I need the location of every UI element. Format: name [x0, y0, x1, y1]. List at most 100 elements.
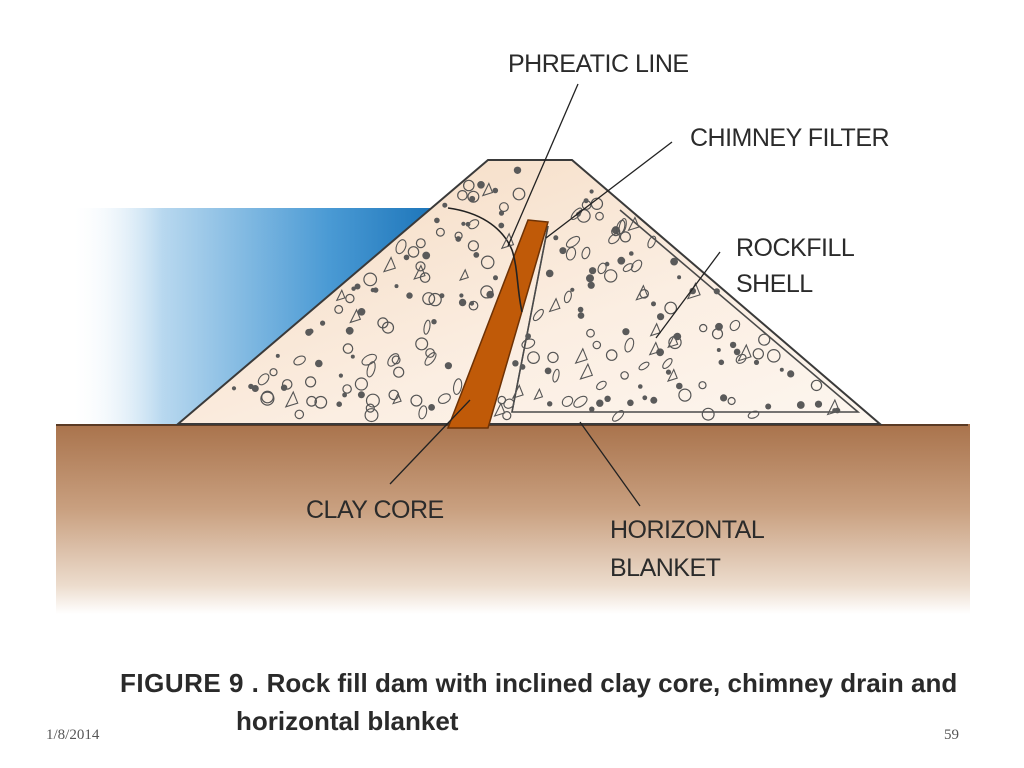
aggregate-stone	[393, 366, 405, 378]
aggregate-stone	[592, 340, 602, 350]
aggregate-stone	[467, 219, 480, 230]
aggregate-stone	[605, 349, 618, 361]
aggregate-stone	[718, 359, 725, 366]
aggregate-stone	[365, 403, 375, 413]
aggregate-stone	[498, 210, 505, 216]
aggregate-stone	[260, 391, 275, 406]
aggregate-stone	[647, 235, 657, 249]
aggregate-stone	[729, 319, 741, 332]
aggregate-stone	[678, 388, 692, 402]
aggregate-stone	[452, 378, 463, 395]
aggregate-stone	[810, 379, 823, 392]
leader-phreatic-line	[507, 83, 579, 247]
label-phreatic-line: PHREATIC LINE	[508, 50, 689, 78]
aggregate-stone	[787, 370, 795, 378]
aggregate-stone	[627, 399, 634, 407]
aggregate-stone	[349, 308, 362, 324]
leader-chimney-filter	[545, 141, 673, 239]
aggregate-stone	[498, 202, 509, 213]
aggregate-stone	[747, 410, 760, 419]
aggregate-stone	[502, 411, 512, 421]
aggregate-stone	[779, 367, 784, 372]
aggregate-stone	[832, 408, 837, 413]
aggregate-stone	[269, 368, 278, 377]
aggregate-stone	[462, 179, 475, 192]
aggregate-stone	[561, 395, 574, 407]
aggregate-stone	[565, 235, 581, 248]
aggregate-stone	[814, 400, 823, 408]
aggregate-stone	[727, 396, 736, 406]
aggregate-stone	[354, 283, 361, 290]
aggregate-stone	[753, 359, 760, 365]
aggregate-stone	[651, 301, 656, 307]
aggregate-stone	[275, 353, 280, 358]
aggregate-stone	[729, 341, 737, 349]
aggregate-stone	[595, 211, 604, 221]
slide-date: 1/8/2014	[46, 727, 100, 743]
aggregate-stone	[454, 231, 463, 240]
aggregate-stone	[423, 319, 431, 335]
aggregate-stone	[257, 373, 270, 386]
aggregate-stone	[548, 297, 561, 313]
aggregate-stone	[581, 246, 591, 260]
aggregate-stone	[251, 385, 259, 392]
aggregate-stone	[699, 323, 708, 333]
aggregate-stone	[737, 343, 752, 362]
aggregate-stone	[354, 377, 368, 391]
aggregate-stone	[521, 338, 536, 349]
aggregate-stone	[544, 367, 552, 375]
aggregate-stone	[477, 181, 485, 189]
aggregate-stone	[434, 217, 440, 224]
aggregate-stone	[565, 246, 577, 261]
aggregate-stone	[638, 361, 650, 371]
aggregate-stone	[407, 246, 420, 258]
label-rockfill-shell-line1: ROCKFILL	[736, 234, 855, 262]
aggregate-stone	[342, 343, 354, 354]
aggregate-stone	[619, 231, 632, 243]
aggregate-stone	[345, 293, 355, 304]
aggregate-stone	[612, 410, 625, 422]
aggregate-stone	[428, 404, 435, 411]
aggregate-stone	[467, 240, 479, 252]
aggregate-stone	[415, 337, 429, 351]
caption-text-line2: horizontal blanket	[236, 706, 459, 736]
aggregate-stone	[512, 187, 526, 201]
aggregate-stone	[559, 247, 567, 255]
leader-clay-core	[389, 399, 471, 485]
aggregate-stone	[480, 285, 494, 299]
label-clay-core: CLAY CORE	[306, 496, 444, 524]
aggregate-stone	[293, 355, 306, 366]
aggregate-stone	[638, 384, 643, 389]
aggregate-stone	[630, 259, 643, 273]
aggregate-stone	[519, 364, 526, 370]
aggregate-stone	[512, 360, 519, 367]
aggregate-stone	[617, 256, 626, 265]
aggregate-stone	[370, 287, 376, 293]
aggregate-stone	[666, 368, 678, 382]
label-chimney-filter: CHIMNEY FILTER	[690, 124, 889, 152]
aggregate-stone	[444, 362, 452, 370]
aggregate-stone	[525, 333, 531, 340]
aggregate-stone	[622, 263, 634, 273]
aggregate-stone	[720, 394, 728, 402]
aggregate-stone	[395, 239, 407, 255]
aggregate-stone	[589, 189, 594, 194]
aggregate-stone	[648, 341, 661, 356]
aggregate-stone	[419, 272, 431, 283]
aggregate-stone	[492, 187, 499, 194]
aggregate-stone	[493, 275, 498, 281]
aggregate-stone	[381, 321, 395, 334]
aggregate-stone	[342, 384, 352, 394]
aggregate-stone	[545, 269, 554, 278]
figure-caption: FIGURE 9 . Rock fill dam with inclined c…	[120, 664, 1020, 740]
aggregate-stone	[281, 379, 293, 390]
aggregate-stone	[422, 292, 436, 306]
aggregate-stone	[657, 313, 665, 321]
aggregate-stone	[403, 254, 410, 261]
aggregate-stone	[486, 290, 495, 299]
aggregate-stone	[733, 348, 741, 356]
label-horizontal-blanket-line1: HORIZONTAL	[610, 516, 765, 544]
aggregate-stone	[752, 348, 765, 360]
aggregate-stone	[418, 405, 428, 420]
aggregate-stone	[442, 202, 448, 208]
